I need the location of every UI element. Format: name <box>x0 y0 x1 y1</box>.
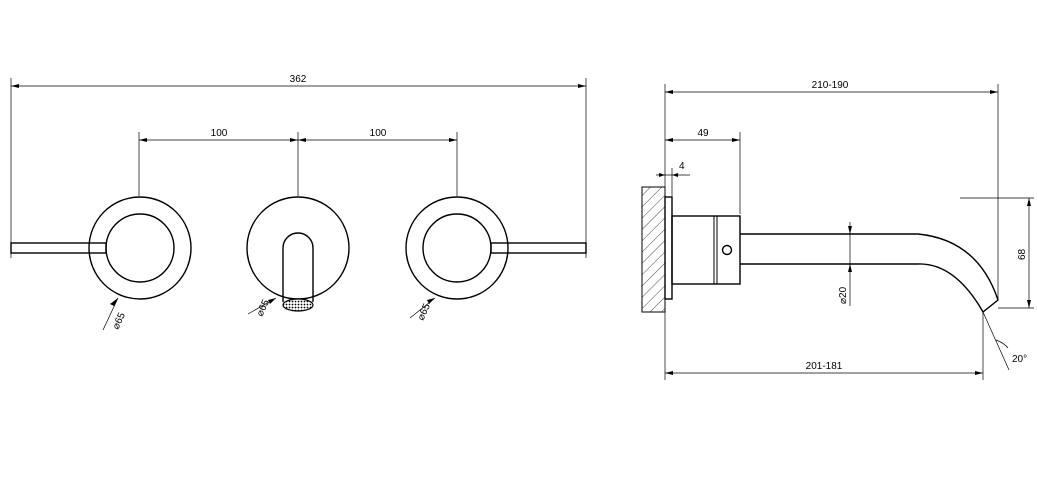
aerator-mesh <box>282 298 314 312</box>
body-length-label: 49 <box>697 128 709 139</box>
spout-diameter-side-label: ⌀20 <box>838 286 849 304</box>
spacing-right-label: 100 <box>370 128 387 139</box>
dimension-outlet-angle: 20° <box>982 311 1027 371</box>
dimension-spout-height: 68 <box>960 197 1034 309</box>
dimension-total-length: 210-190 <box>664 80 999 300</box>
overall-width-label: 362 <box>290 74 307 85</box>
wall-section <box>641 186 666 313</box>
dimension-spacing: 100 100 <box>138 128 458 196</box>
outlet-angle-label: 20° <box>1012 354 1027 365</box>
dimension-spout-diameter: ⌀20 <box>838 222 852 306</box>
bottom-length-label: 201-181 <box>806 361 843 372</box>
side-view: 210-190 49 4 68 <box>641 80 1034 380</box>
dimension-body-length: 49 <box>665 128 741 214</box>
front-view: 362 100 100 ⌀65 <box>10 74 587 332</box>
dimension-bottom-length: 201-181 <box>664 312 984 380</box>
dimension-overall-width: 362 <box>10 74 587 258</box>
wall-plate-label: 4 <box>679 161 685 172</box>
spout-front: ⌀65 <box>246 196 350 319</box>
spacing-left-label: 100 <box>211 128 228 139</box>
right-handle: ⌀65 <box>405 196 587 323</box>
total-length-label: 210-190 <box>812 80 849 91</box>
mixer-body <box>671 215 741 285</box>
left-handle-diameter-label: ⌀65 <box>111 311 128 332</box>
dimension-wall-plate: 4 <box>656 161 690 196</box>
spout-height-label: 68 <box>1017 248 1028 260</box>
spout-diameter-label: ⌀65 <box>255 298 272 319</box>
left-handle: ⌀65 <box>10 196 192 332</box>
right-handle-diameter-label: ⌀65 <box>416 302 433 323</box>
wall-plate <box>664 196 673 300</box>
set-screw <box>721 244 733 256</box>
spout-side <box>740 233 999 314</box>
